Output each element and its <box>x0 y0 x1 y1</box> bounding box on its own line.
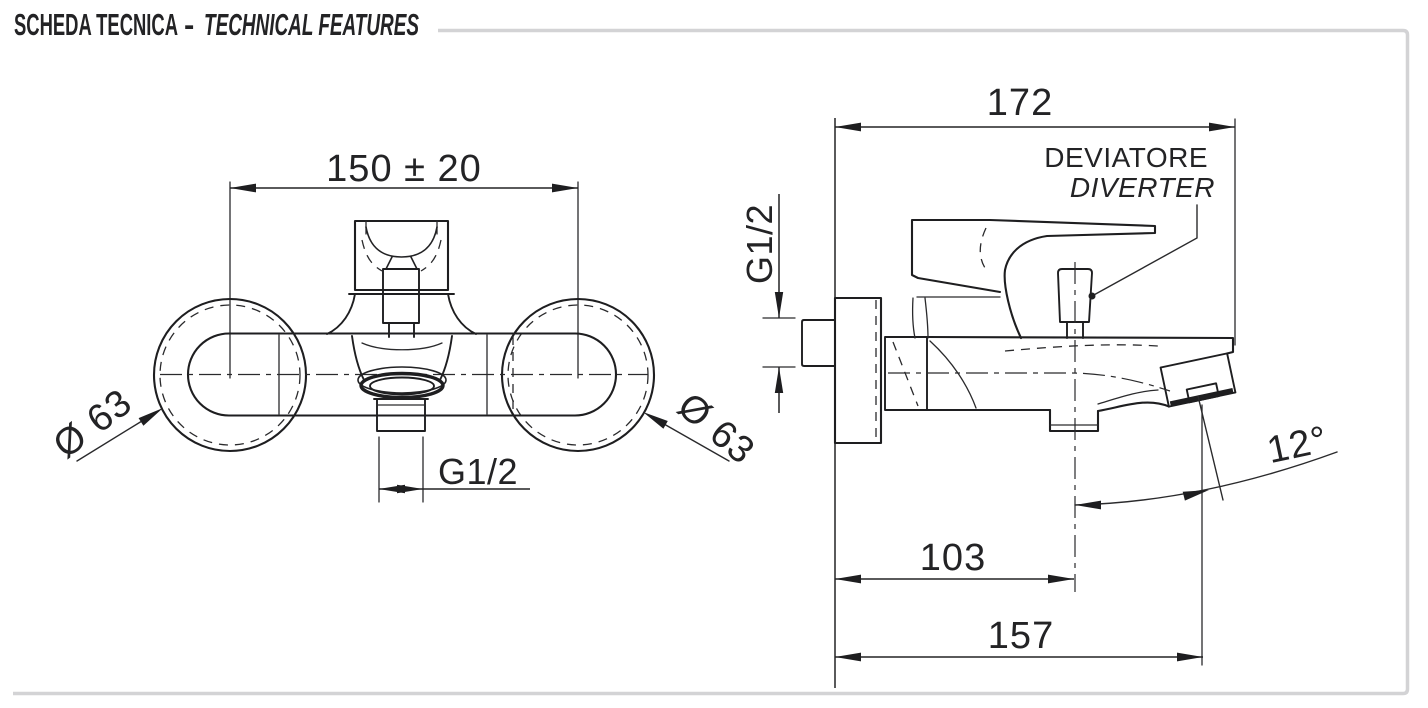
arrowhead <box>1182 490 1209 501</box>
leader-line <box>1091 204 1198 297</box>
inlet-stub-outline <box>801 319 836 367</box>
leader-dot <box>1088 292 1096 300</box>
arrowhead <box>1177 652 1203 662</box>
page-title-italian: SCHEDA TECNICA <box>14 7 178 42</box>
dim-spout-angle-label: 12° <box>1264 418 1332 472</box>
lever-neck-lower <box>388 322 415 338</box>
angle-reference-line <box>1197 395 1224 501</box>
arrowhead <box>774 367 784 393</box>
extension-line <box>378 436 424 503</box>
spout-underside-inner <box>1097 389 1159 405</box>
arrowhead <box>552 183 578 193</box>
arrowhead <box>835 574 861 584</box>
spout-outlet-nub <box>1159 352 1237 408</box>
spout-rim-ellipse <box>357 366 447 394</box>
dim-centers-distance-label: 150 ± 20 <box>326 148 482 190</box>
arrowhead <box>835 652 861 662</box>
diverter-knob-outline <box>1057 268 1093 323</box>
nub-outlet-face <box>1169 388 1234 407</box>
lever-neck-outline <box>382 268 420 324</box>
arrowhead <box>1048 574 1074 584</box>
housing-hidden-curve <box>979 227 987 269</box>
arrowhead <box>643 412 668 429</box>
side-view: 172 G1/2 <box>739 82 1338 688</box>
front-view: 150 ± 20 G1/2 <box>46 148 763 503</box>
body-shoulder-curves <box>326 293 477 335</box>
body-contour-curve <box>929 340 977 409</box>
body-seam <box>278 334 488 415</box>
extension-line <box>229 181 579 379</box>
dim-spout-reach-label: 157 <box>988 615 1054 657</box>
leader-line <box>76 420 143 462</box>
spout-hidden-top-curve <box>1004 344 1159 352</box>
shower-outlet-stub <box>1048 408 1100 433</box>
page-title-english: TECHNICAL FEATURES <box>204 7 419 42</box>
page-title-separator: - <box>184 7 194 42</box>
arrowhead <box>774 292 784 318</box>
flange-outline <box>833 296 883 445</box>
leader-line <box>663 423 730 462</box>
bottom-outlet-stub <box>373 398 429 432</box>
extension-tick <box>762 317 796 368</box>
callout-diverter-english-label: DIVERTER <box>1070 172 1215 203</box>
angle-arc <box>1074 451 1338 506</box>
aerator-ring-outer <box>359 371 445 400</box>
dim-flange-diameter-left-label: Ø 63 <box>46 381 140 467</box>
left-flange-chamfer <box>159 304 301 446</box>
arrowhead <box>138 408 163 426</box>
lever-hidden-curves <box>361 239 442 272</box>
spout-underside <box>1096 401 1171 413</box>
spout-cup-back-rim <box>361 342 443 351</box>
spout-cup-sides <box>351 335 453 381</box>
aerator-ring-inner <box>369 376 435 396</box>
dim-flange-diameter-right-label: Ø 63 <box>669 385 762 473</box>
dim-total-depth-label: 172 <box>987 82 1053 124</box>
spout-top-edge <box>925 335 1235 355</box>
dim-shower-outlet-offset-label: 103 <box>920 537 986 579</box>
dim-bottom-outlet-thread-label: G1/2 <box>438 451 518 492</box>
housing-neck-curves <box>911 297 929 339</box>
arrowhead <box>1209 122 1235 132</box>
spout-centerline <box>888 372 1171 392</box>
header: SCHEDA TECNICA - TECHNICAL FEATURES <box>14 7 419 42</box>
arrowhead <box>230 183 256 193</box>
page-frame-line <box>13 28 1410 696</box>
diverter-knob-neck <box>1066 322 1084 339</box>
handle-inner-edges <box>365 220 438 235</box>
arrowhead <box>397 484 423 494</box>
handle-housing-outline <box>353 219 450 292</box>
connector-hidden-line <box>892 341 919 407</box>
arrowhead <box>835 122 861 132</box>
callout-diverter-italian-label: DEVIATORE <box>1044 142 1208 173</box>
arrowhead <box>1075 500 1101 510</box>
handle-housing-lever-outline <box>910 218 1157 340</box>
lever-grip-curve <box>365 226 438 270</box>
dim-inlet-thread-label: G1/2 <box>739 204 780 284</box>
